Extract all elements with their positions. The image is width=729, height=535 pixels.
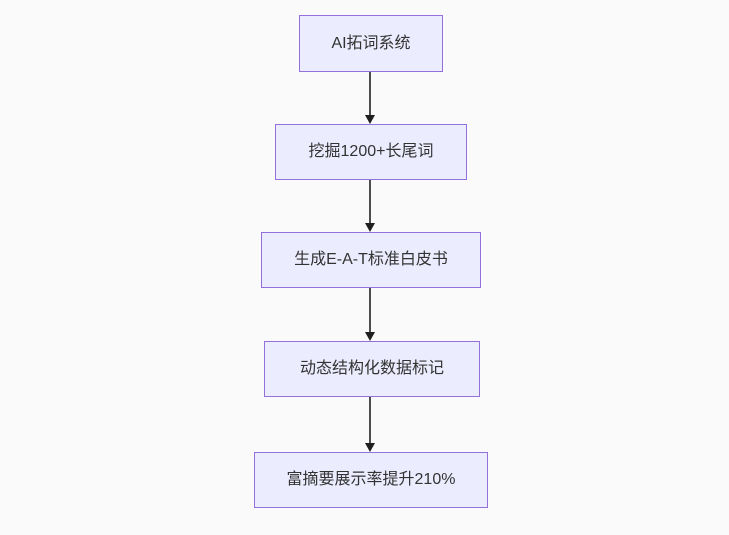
arrowhead-down-icon xyxy=(365,223,375,232)
flow-node-ai-word-system: AI拓词系统 xyxy=(299,15,443,72)
flow-node-label: 挖掘1200+长尾词 xyxy=(308,143,434,161)
flow-node-label: AI拓词系统 xyxy=(331,34,411,52)
flow-edge-3 xyxy=(365,288,375,341)
edge-line xyxy=(369,180,371,224)
arrowhead-down-icon xyxy=(365,115,375,124)
arrowhead-down-icon xyxy=(365,443,375,452)
flow-node-label: 动态结构化数据标记 xyxy=(299,360,444,378)
edge-line xyxy=(369,72,371,116)
flow-node-label: 生成E-A-T标准白皮书 xyxy=(294,251,448,269)
flow-node-structured-data-markup: 动态结构化数据标记 xyxy=(264,341,480,397)
flow-edge-2 xyxy=(365,180,375,232)
flow-edge-1 xyxy=(365,72,375,124)
flow-edge-4 xyxy=(365,397,375,452)
flow-node-longtail-mining: 挖掘1200+长尾词 xyxy=(275,124,467,180)
edge-line xyxy=(369,397,371,444)
flow-node-rich-snippet-result: 富摘要展示率提升210% xyxy=(254,452,488,508)
edge-line xyxy=(369,288,371,333)
arrowhead-down-icon xyxy=(365,332,375,341)
flow-node-label: 富摘要展示率提升210% xyxy=(286,471,456,489)
flow-node-eat-whitepaper: 生成E-A-T标准白皮书 xyxy=(261,232,481,288)
